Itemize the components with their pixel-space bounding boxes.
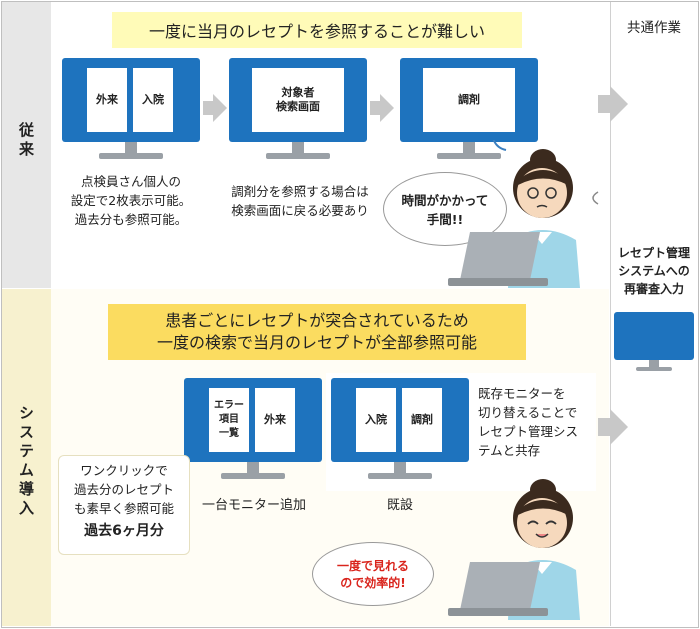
- panel-inpatient: 入院: [356, 388, 396, 452]
- bubble-line: ので効率的!: [340, 576, 406, 590]
- monitor-screen: [331, 378, 469, 462]
- common-line: 再審査入力: [623, 282, 684, 296]
- caption-existing-monitor: 既設: [386, 498, 413, 513]
- monitor-screen: [184, 378, 322, 462]
- panel-line: 一覧: [219, 428, 239, 439]
- caption-line: 過去分も参照可能。: [74, 212, 188, 227]
- common-line: システムへの: [618, 264, 690, 278]
- arrow-shaft: [598, 418, 610, 436]
- monitor-base: [368, 473, 432, 479]
- caption-line: 点検員さん個人の: [80, 174, 181, 189]
- panel-dispensing: 調剤: [402, 388, 442, 452]
- panel-search-line2: 検索画面: [276, 100, 320, 113]
- monitor-base: [99, 153, 163, 159]
- common-task-text: レセプト管理 システムへの 再審査入力: [612, 244, 696, 298]
- panel-outpatient: 外来: [255, 388, 295, 452]
- caption-added-monitor: 一台モニター追加: [201, 498, 306, 513]
- monitor-neck: [394, 462, 406, 474]
- arrow-icon: [610, 86, 628, 122]
- card-line: ワンクリックで: [80, 463, 168, 478]
- banner-line: 一度の検索で当月のレセプトが全部参照可能: [156, 333, 477, 352]
- one-click-card: ワンクリックで 過去分のレセプト も素早く参照可能 過去6ヶ月分: [58, 455, 190, 555]
- monitor-search: 対象者 検索画面: [229, 58, 367, 162]
- monitor-common: [614, 312, 694, 372]
- caption-line: 検索画面に戻る必要あり: [231, 203, 369, 218]
- monitor-base: [437, 153, 501, 159]
- speech-bubble-time-consuming: 時間がかかって 手間!!: [383, 172, 507, 246]
- arrow-icon: [213, 94, 227, 122]
- panel-search-screen: 対象者 検索画面: [252, 68, 344, 132]
- banner-line: 患者ごとにレセプトが突合されているため: [165, 311, 469, 330]
- monitor-base: [636, 367, 672, 371]
- after-label: システム導入: [17, 405, 35, 519]
- common-label: 共通作業: [627, 20, 681, 36]
- before-banner: 一度に当月のレセプトを参照することが難しい: [112, 12, 522, 48]
- panel-line: エラー: [214, 400, 244, 411]
- monitor-neck: [247, 462, 259, 474]
- monitor-neck: [292, 142, 304, 154]
- note-line: レセプト管理シス: [478, 424, 579, 439]
- monitor-base: [221, 473, 285, 479]
- bubble-line: 一度で見れる: [336, 559, 409, 573]
- arrow-shaft: [203, 101, 213, 115]
- card-line: も素早く参照可能: [73, 501, 174, 516]
- arrow-icon: [380, 94, 394, 122]
- arrow-shaft: [598, 95, 610, 113]
- bubble-line: 手間!!: [426, 212, 464, 227]
- after-label-cell: [2, 289, 51, 626]
- monitor-neck: [649, 360, 659, 368]
- arrow-shaft: [370, 101, 380, 115]
- worried-nurse-icon: [448, 140, 599, 288]
- caption-back-to-search: 調剤分を参照する場合は 検索画面に戻る必要あり: [220, 182, 380, 220]
- happy-nurse-icon: [448, 479, 580, 620]
- monitor-neck: [463, 142, 475, 154]
- monitor-screen: [62, 58, 200, 142]
- bubble-line: 時間がかかって: [401, 193, 489, 208]
- note-line: テムと共存: [478, 443, 541, 458]
- caption-line: 設定で2枚表示可能。: [70, 193, 192, 208]
- monitor-outpatient-inpatient: 外来 入院: [62, 58, 200, 162]
- monitor-base: [266, 153, 330, 159]
- panel-outpatient: 外来: [87, 68, 127, 132]
- after-banner: 患者ごとにレセプトが突合されているため 一度の検索で当月のレセプトが全部参照可能: [108, 304, 526, 360]
- speech-bubble-efficient: 一度で見れる ので効率的!: [312, 542, 434, 606]
- note-line: 既存モニターを: [478, 386, 566, 401]
- caption-individual-setting: 点検員さん個人の 設定で2枚表示可能。 過去分も参照可能。: [56, 172, 206, 229]
- panel-line: 項目: [219, 414, 239, 425]
- before-label: 従来: [17, 122, 35, 160]
- panel-inpatient: 入院: [133, 68, 173, 132]
- arrow-icon: [610, 409, 628, 445]
- monitor-added: エラー 項目 一覧 外来: [184, 378, 322, 482]
- panel-dispensing: 調剤: [423, 68, 515, 132]
- before-label-cell: [2, 2, 51, 288]
- coexist-note: 既存モニターを 切り替えることで レセプト管理シス テムと共存: [478, 384, 594, 460]
- panel-error-list: エラー 項目 一覧: [209, 388, 249, 452]
- card-emphasis: 過去6ヶ月分: [84, 523, 164, 539]
- monitor-dispensing: 調剤: [400, 58, 538, 162]
- caption-line: 調剤分を参照する場合は: [231, 184, 369, 199]
- panel-search-line1: 対象者: [281, 86, 315, 99]
- monitor-neck: [125, 142, 137, 154]
- monitor-existing: 入院 調剤: [331, 378, 469, 482]
- card-line: 過去分のレセプト: [73, 482, 174, 497]
- common-line: レセプト管理: [617, 246, 690, 260]
- note-line: 切り替えることで: [478, 405, 578, 420]
- monitor-screen: [614, 312, 694, 360]
